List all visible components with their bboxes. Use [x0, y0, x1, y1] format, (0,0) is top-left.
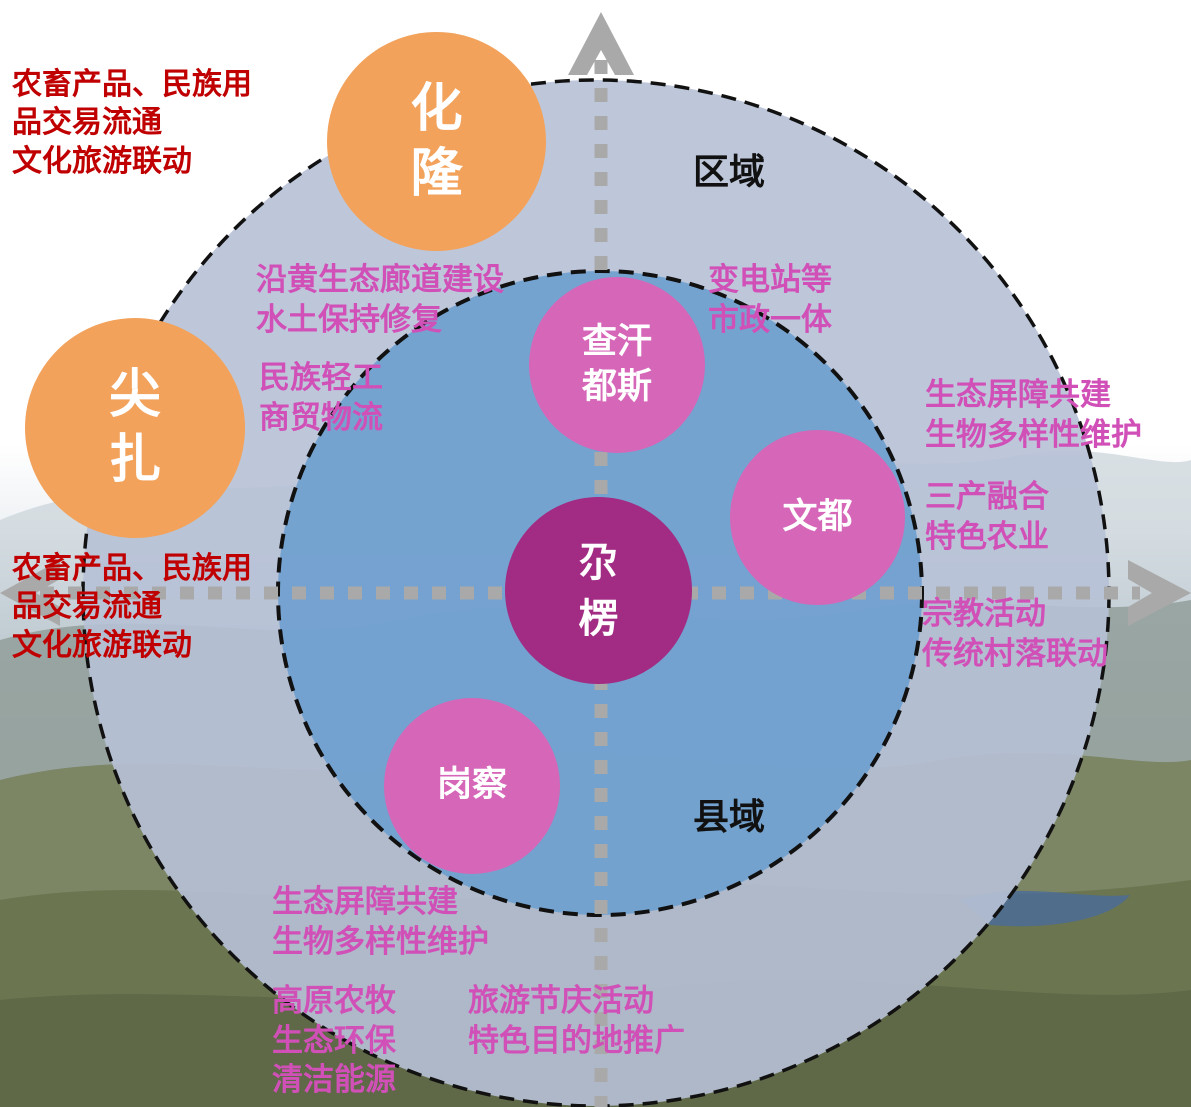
- note-upper-left-a: 沿黄生态廊道建设 水土保持修复: [256, 262, 504, 338]
- right-arrow-icon: [1128, 560, 1191, 626]
- county-label: 县域: [693, 797, 766, 838]
- up-arrow-icon: [568, 12, 634, 75]
- note-upper-right: 变电站等 市政一体: [708, 262, 832, 338]
- note-right-a: 生态屏障共建 生物多样性维护: [925, 377, 1142, 453]
- node-center-galeng: 尕楞: [505, 497, 692, 684]
- note-bottom-c: 旅游节庆活动 特色目的地推广: [468, 983, 685, 1059]
- note-bottom-b: 高原农牧 生态环保 清洁能源: [272, 983, 396, 1099]
- node-gangcha: 岗察: [384, 698, 560, 874]
- node-hualong: 化隆: [327, 32, 546, 251]
- note-hualong: 农畜产品、民族用 品交易流通 文化旅游联动: [12, 67, 252, 179]
- note-upper-left-b: 民族轻工 商贸物流: [259, 360, 383, 436]
- note-jianzha: 农畜产品、民族用 品交易流通 文化旅游联动: [12, 551, 252, 663]
- node-chahandusi: 查汗 都斯: [529, 277, 705, 453]
- region-label: 区域: [693, 152, 766, 193]
- left-arrow-icon: [0, 560, 60, 626]
- note-right-c: 宗教活动 传统村落联动: [922, 596, 1108, 672]
- note-bottom-a: 生态屏障共建 生物多样性维护: [272, 884, 489, 960]
- note-right-b: 三产融合 特色农业: [925, 479, 1049, 555]
- node-jianzha: 尖扎: [25, 318, 245, 538]
- node-wendu: 文都: [730, 430, 905, 605]
